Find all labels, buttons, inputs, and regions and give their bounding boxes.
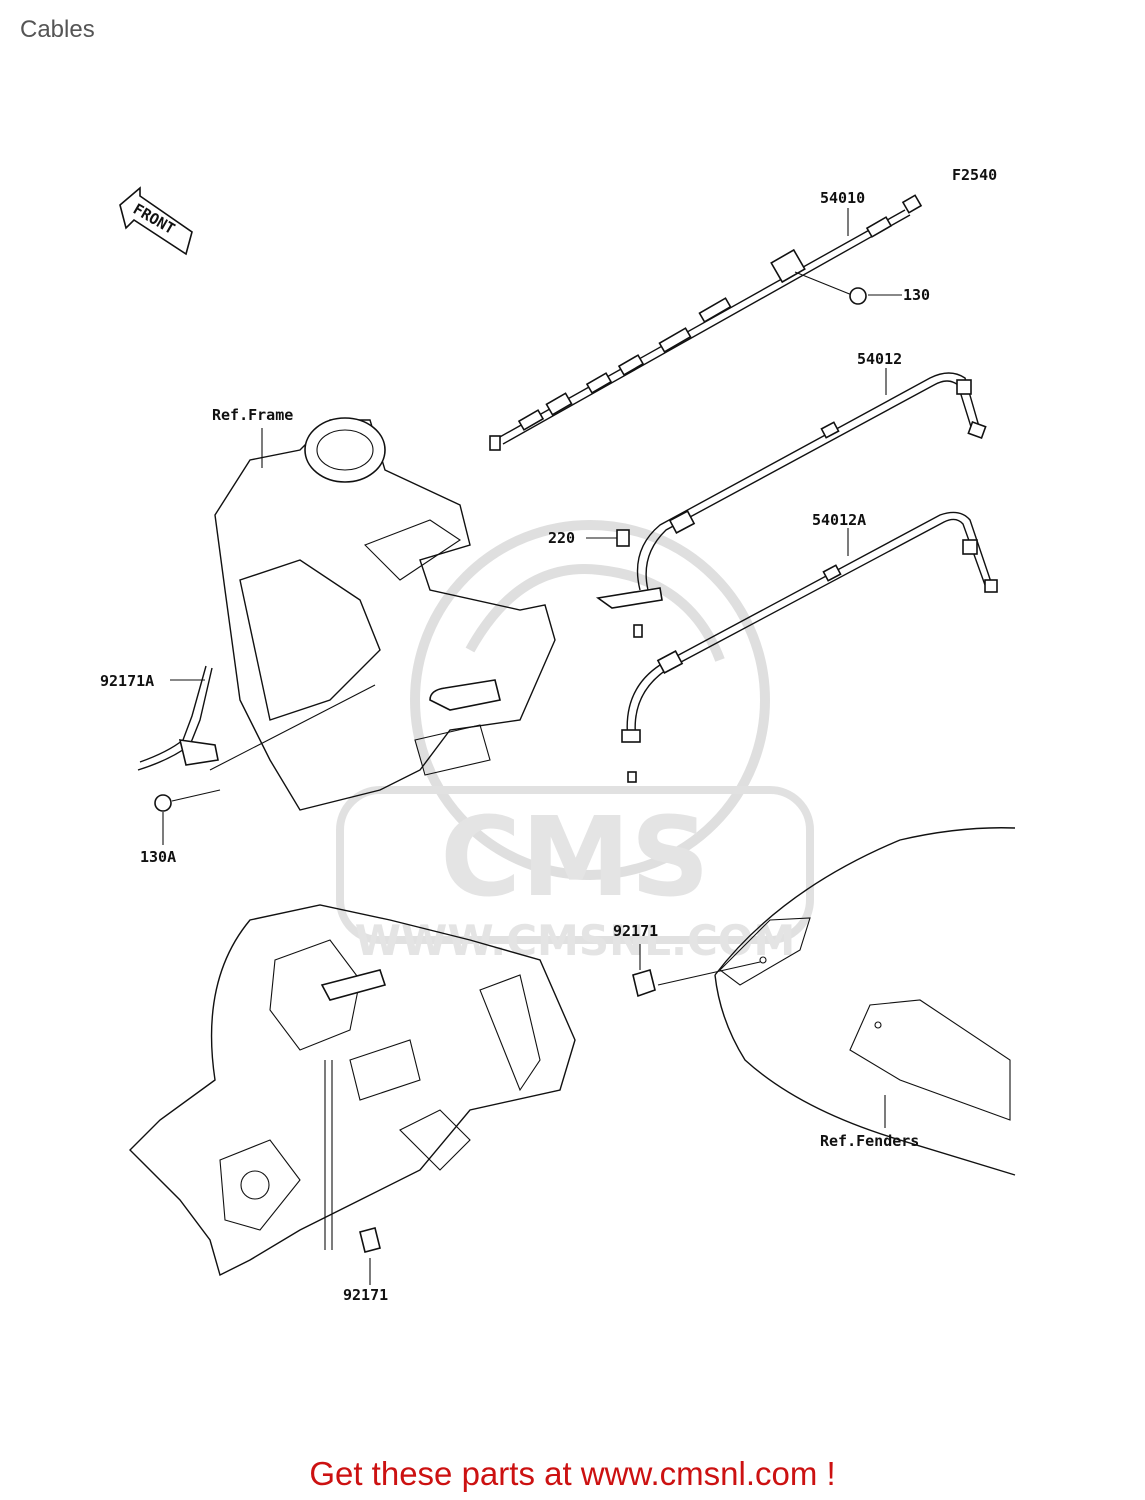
label-ref-frame: Ref.Frame [212,406,293,424]
clamp-92171a: 92171A [100,665,219,771]
label-54010: 54010 [820,189,865,207]
front-arrow: FRONT [119,186,193,256]
label-130a: 130A [140,848,176,866]
diagram-code: F2540 [952,166,997,184]
ref-frame-front: Ref.Frame [209,406,556,811]
label-ref-fenders: Ref.Fenders [820,1132,919,1150]
watermark: CMS WWW.CMSNL.COM [336,520,814,965]
label-54012a: 54012A [812,511,866,529]
throttle-cable-54010: 54010 [489,189,923,451]
label-220: 220 [548,529,575,547]
label-54012: 54012 [857,350,902,368]
label-92171-fender: 92171 [613,922,658,940]
bolt-130a: 130A [140,789,221,866]
screw-220: 220 [548,529,663,638]
clamp-92171-fender: 92171 [613,922,761,998]
throttle-cable-54012: 54012 [636,350,987,591]
bolt-130: 130 [794,271,930,305]
clamp-92171-frame: 92171 [343,1227,388,1304]
ref-frame-lower [129,904,576,1277]
watermark-brand: CMS [440,793,709,921]
label-130: 130 [903,286,930,304]
label-92171a: 92171A [100,672,154,690]
page-title: Cables [20,16,95,43]
throttle-cable-54012a: 54012A [621,511,998,783]
ref-fenders: Ref.Fenders [714,827,1016,1176]
label-92171-frame: 92171 [343,1286,388,1304]
footer-cta[interactable]: Get these parts at www.cmsnl.com ! [309,1455,836,1492]
watermark-url: WWW.CMSNL.COM [355,916,796,965]
